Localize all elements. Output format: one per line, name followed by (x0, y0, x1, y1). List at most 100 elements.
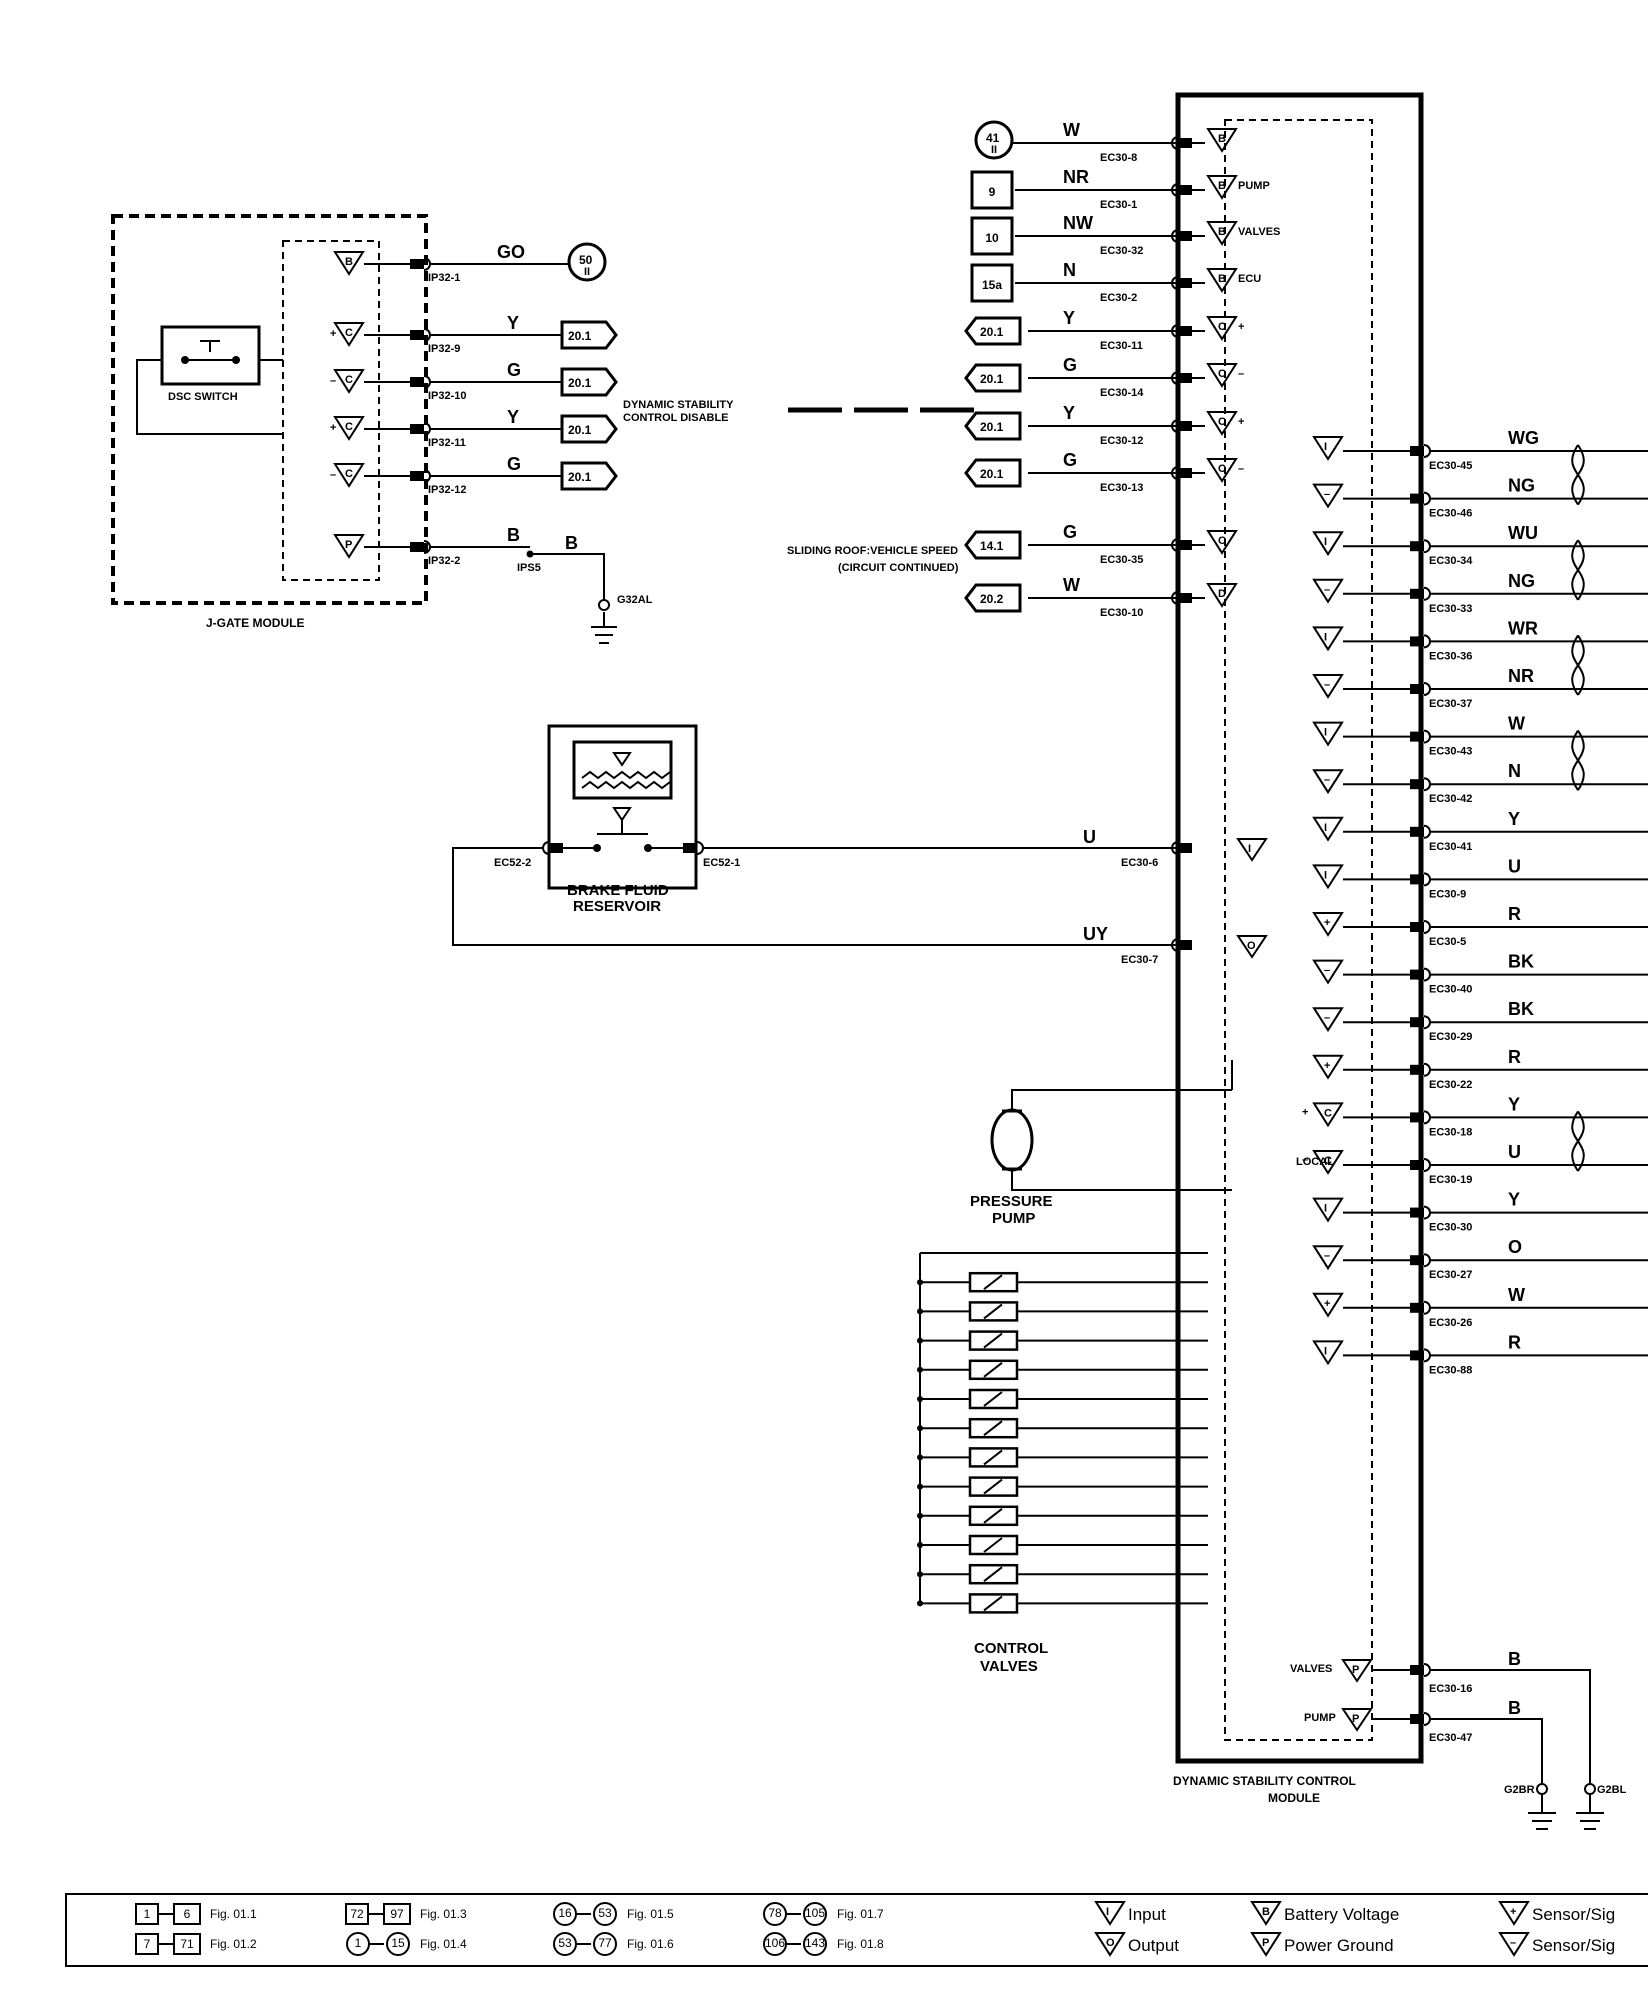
dsc-pin-label: EC30-8 (1100, 152, 1137, 164)
dsc-right-wire-color: WU (1508, 523, 1538, 543)
dsc-switch-label: DSC SWITCH (168, 391, 238, 403)
dsc-sym-ec30-8: B (1206, 128, 1238, 153)
dsc-right-wire-color: WR (1508, 618, 1538, 638)
dsc-right-pin-label: EC30-22 (1429, 1079, 1472, 1091)
splice-wire-color: B (565, 533, 578, 553)
jgate-wire-color: Y (507, 407, 519, 427)
svg-text:C: C (1218, 368, 1226, 380)
svg-text:–: – (1324, 489, 1330, 501)
svg-text:+: + (1510, 1906, 1516, 1918)
dsc-connector-ec30-11 (1171, 324, 1192, 338)
svg-text:I: I (1324, 1203, 1327, 1215)
dsc-pin-label: EC30-32 (1100, 245, 1143, 257)
jgate-ground: IPS5 B G32AL (517, 533, 653, 644)
dsc-wire-color: G (1063, 522, 1077, 542)
jgate-pin-label: IP32-10 (428, 390, 467, 402)
svg-text:C: C (1218, 463, 1226, 475)
brake-title-1: BRAKE FLUID (567, 882, 669, 899)
valves-title-1: CONTROL (974, 1640, 1048, 1657)
dsc-module: DYNAMIC STABILITY CONTROL MODULE (1173, 92, 1424, 1805)
wire-ec30-16: B (1508, 1649, 1521, 1669)
ref-dsc-ec30-12: 20.1 (964, 411, 1022, 441)
svg-text:Fig. 01.2: Fig. 01.2 (210, 1937, 257, 1951)
dsc-wire-color: NW (1063, 213, 1093, 233)
svg-text:P: P (1352, 1664, 1359, 1676)
svg-text:7: 7 (144, 1937, 151, 1951)
dsc-pin-label: EC30-13 (1100, 482, 1143, 494)
pressure-pump: PRESSURE PUMP (970, 1060, 1233, 1227)
svg-text:P: P (1262, 1937, 1269, 1949)
dsc-pin-label: EC30-35 (1100, 554, 1143, 566)
dsc-right-wire-color: BK (1508, 999, 1534, 1019)
svg-text:20.1: 20.1 (568, 329, 592, 343)
ref-dsc-ec30-35: 14.1 (964, 530, 1022, 560)
brake-pin-right: EC52-1 (703, 857, 740, 869)
dsc-connector-ec30-45 (1410, 444, 1431, 458)
dsc-sym-ec30-33: – (1312, 578, 1344, 604)
dsc-connector-ec30-13 (1171, 466, 1192, 480)
dsc-right-wire-color: Y (1508, 1190, 1520, 1210)
svg-text:I: I (1324, 536, 1327, 548)
dsc-right-pin-label: EC30-29 (1429, 1031, 1472, 1043)
dsc-switch: DSC SWITCH (136, 325, 283, 435)
svg-text:Fig. 01.1: Fig. 01.1 (210, 1907, 257, 1921)
ref-jgate-ip32-12: 20.1 (560, 461, 618, 491)
svg-text:+: + (1302, 1106, 1308, 1118)
svg-text:105: 105 (805, 1906, 825, 1920)
svg-text:20.1: 20.1 (568, 376, 592, 390)
svg-text:+: + (1238, 321, 1244, 333)
jgate-pin-label: IP32-11 (428, 437, 466, 449)
svg-text:14.1: 14.1 (980, 539, 1004, 553)
sliding-roof-label-2: (CIRCUIT CONTINUED) (838, 562, 959, 574)
pump-title-2: PUMP (992, 1210, 1035, 1227)
twisted-pair-marker (1571, 1110, 1585, 1172)
dsc-right-pin-label: EC30-46 (1429, 508, 1472, 520)
dsc-sym-ec30-26: + (1312, 1292, 1344, 1318)
ref-jgate-ip32-10: 20.1 (560, 367, 618, 397)
jgate-title: J-GATE MODULE (206, 616, 304, 630)
sym-ec30-7: O (1236, 935, 1268, 959)
svg-text:O: O (1218, 535, 1227, 547)
svg-text:+: + (1324, 1298, 1330, 1310)
jgate-sym-ip32-10: C (333, 369, 365, 394)
dsc-sym-ec30-14: C– (1206, 363, 1244, 388)
twisted-pair-marker (1571, 444, 1585, 506)
dsc-right-pin-label: EC30-88 (1429, 1364, 1472, 1376)
dsc-right-pin-label: EC30-18 (1429, 1126, 1472, 1138)
dsc-connector-ec30-46 (1410, 491, 1431, 506)
dsc-sym-ec30-35: O (1206, 530, 1238, 555)
control-valve (917, 1534, 1208, 1556)
brake-wire-bottom: UY (1083, 924, 1108, 944)
control-valve (917, 1330, 1208, 1351)
dsc-sym-ec30-19: C (1312, 1150, 1344, 1175)
dsc-right-wire-color: N (1508, 761, 1521, 781)
dsc-right-pin-label: EC30-37 (1429, 698, 1472, 710)
dsc-connector-ec30-19 (1410, 1158, 1431, 1172)
ref-10: 10 (970, 216, 1014, 256)
svg-text:–: – (1238, 463, 1244, 475)
jgate-pin-label: IP32-2 (428, 555, 460, 567)
svg-text:71: 71 (180, 1937, 194, 1951)
control-valve (917, 1505, 1208, 1527)
dsc-sym-ec30-42: – (1312, 769, 1344, 795)
svg-text:I: I (1324, 869, 1327, 881)
dsc-right-wire-color: Y (1508, 1094, 1520, 1114)
legend-symbol: –Sensor/Sig (1498, 1932, 1615, 1957)
dsc-sym-ec30-45: I (1312, 436, 1344, 461)
svg-text:+: + (1324, 1060, 1330, 1072)
ref-dsc-ec30-14: 20.1 (964, 363, 1022, 393)
dsc-connector-ec30-26 (1410, 1300, 1431, 1315)
control-valve (917, 1271, 1208, 1293)
svg-text:20.1: 20.1 (980, 372, 1004, 386)
link-label-line1: DYNAMIC STABILITY (623, 399, 734, 411)
svg-text:O: O (1247, 940, 1256, 952)
svg-text:Sensor/Sig: Sensor/Sig (1532, 1905, 1615, 1924)
twisted-pair-marker (1571, 730, 1585, 791)
svg-text:10: 10 (985, 231, 999, 245)
dsc-wire-color: Y (1063, 403, 1075, 423)
